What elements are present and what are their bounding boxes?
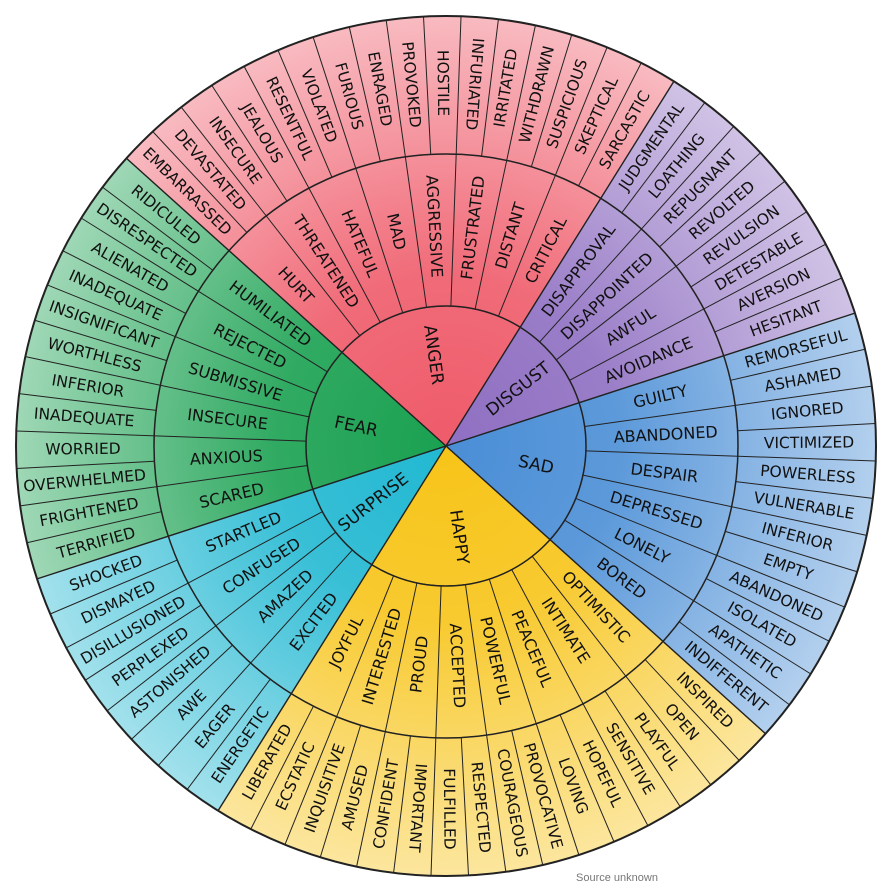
outer-divider (604, 690, 681, 807)
mid-divider (569, 243, 826, 381)
outer-divider (559, 714, 615, 843)
outer-divider (16, 460, 155, 469)
mid-divider (106, 531, 336, 712)
mid-divider (556, 180, 786, 361)
mid-divider (385, 20, 428, 308)
mid-divider (582, 474, 867, 536)
mid-divider (585, 450, 876, 462)
mid-divider (66, 511, 323, 649)
mid-label: ACCEPTED (446, 623, 469, 709)
outer-divider (277, 49, 333, 178)
outer-divider (578, 62, 642, 187)
outer-divider (481, 19, 499, 157)
outer-divider (621, 102, 706, 214)
outer-divider (319, 725, 362, 858)
outer-divider (530, 34, 573, 167)
mid-divider (450, 16, 462, 307)
outer-label: WORRIED (45, 440, 121, 459)
outer-divider (737, 423, 876, 432)
outer-divider (659, 152, 761, 248)
outer-divider (735, 481, 873, 499)
mid-label: ANXIOUS (189, 446, 263, 469)
divider-fear (36, 445, 447, 580)
outer-divider (131, 644, 233, 740)
ring-dividers (15, 15, 877, 877)
divider-surprise (217, 445, 447, 812)
outer-divider (19, 393, 157, 411)
mid-divider (284, 575, 395, 845)
mid-divider (356, 582, 418, 867)
divider-disgust (445, 80, 675, 447)
mid-divider (584, 385, 872, 428)
outer-divider (678, 621, 790, 706)
outer-divider (102, 186, 214, 271)
mid-divider (180, 106, 361, 336)
mid-divider (20, 464, 308, 507)
mid-divider (81, 217, 328, 373)
divider-happy (445, 445, 767, 735)
outer-divider (62, 250, 187, 314)
mid-divider (25, 356, 310, 418)
outer-divider (186, 678, 271, 790)
outer-divider (49, 559, 178, 615)
divider-sad (445, 312, 856, 447)
mid-divider (474, 25, 536, 310)
mid-divider (157, 549, 353, 766)
outer-divider (460, 737, 469, 876)
mid-divider (16, 430, 307, 442)
outer-divider (725, 530, 858, 573)
outer-divider (423, 16, 432, 155)
outer-divider (730, 348, 866, 381)
outer-divider (511, 730, 544, 866)
mid-divider (511, 569, 649, 826)
mid-divider (312, 36, 404, 314)
mid-divider (497, 47, 608, 317)
mid-divider (539, 126, 735, 343)
outer-divider (348, 26, 381, 162)
outer-divider (152, 131, 248, 233)
mid-divider (464, 584, 507, 872)
core-ring-border (305, 305, 587, 587)
mid-divider (531, 556, 712, 786)
outer-label: FULFILLED (440, 768, 459, 850)
outer-label: HOSTILE (434, 50, 453, 116)
mid-divider (430, 585, 442, 876)
outer-divider (690, 211, 807, 288)
outer-divider (250, 705, 314, 830)
outer-divider (85, 604, 202, 681)
mid-divider (47, 284, 317, 395)
outer-label: VICTIMIZED (764, 433, 855, 452)
mid-divider (488, 578, 580, 856)
outer-ring-border (15, 15, 877, 877)
outer-divider (393, 735, 411, 873)
divider-anger (125, 157, 447, 447)
outer-divider (26, 511, 162, 544)
outer-divider (714, 277, 843, 333)
mid-ring-border (153, 153, 739, 739)
source-note: Source unknown (576, 872, 658, 884)
outer-divider (34, 319, 167, 362)
outer-divider (644, 659, 740, 761)
outer-divider (705, 578, 830, 642)
mid-divider (243, 66, 381, 323)
outer-divider (211, 85, 288, 202)
mid-divider (575, 497, 845, 608)
mid-divider (564, 519, 811, 675)
